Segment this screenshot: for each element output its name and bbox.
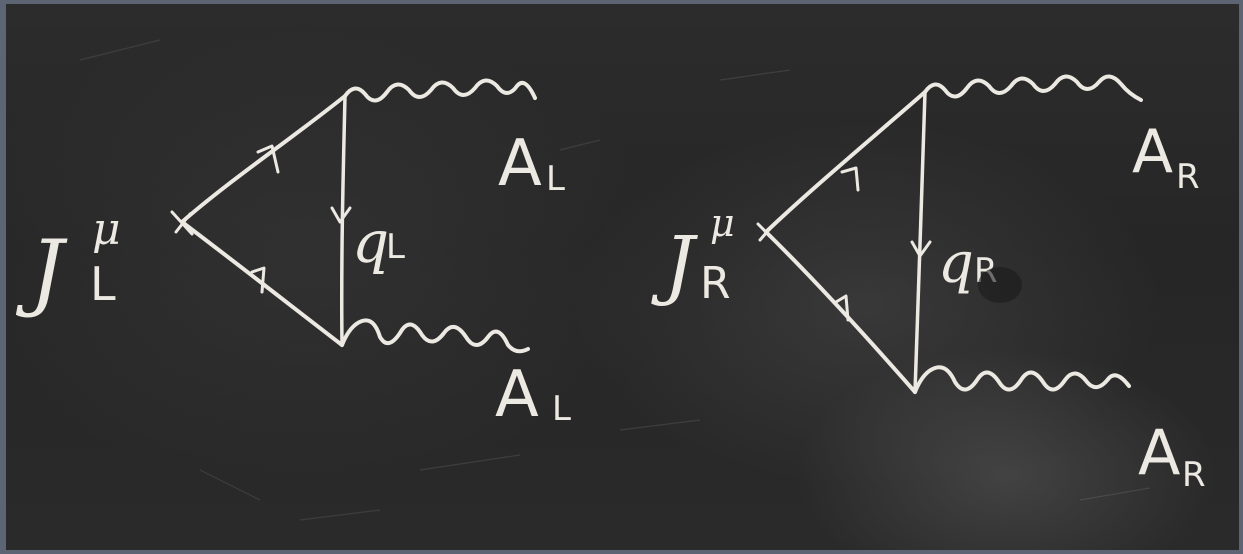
right-arrow-upper [840,166,860,192]
left-vertex-cross [170,210,194,236]
right-boson-bottom-symbol: A [1138,416,1180,489]
chalk-smudges [79,39,1151,521]
diagram-right: J μ R q R A R A R [651,74,1206,495]
right-boson-bottom-subscript: R [1182,455,1206,495]
chalk-water-stain [978,267,1022,303]
left-boson-top-symbol: A [498,127,542,201]
left-current-subscript: L [90,257,116,311]
left-photon-bottom [340,318,530,354]
right-boson-top-subscript: R [1176,157,1200,197]
left-current-superscript: μ [92,204,121,255]
right-current-symbol: J [651,219,698,308]
left-current-symbol: J [15,222,68,320]
right-triangle-edge-vertical [913,90,927,394]
left-triangle-edge-upper [180,94,347,224]
left-boson-top-subscript: L [546,159,565,199]
right-triangle-edge-lower [764,230,917,394]
left-loop-symbol: q [352,208,389,276]
right-loop-symbol: q [938,231,974,296]
left-boson-bottom-subscript: L [552,389,571,429]
feynman-diagrams: J μ L q L A L A L J [15,39,1206,521]
right-photon-top [923,74,1143,102]
right-current-superscript: μ [710,201,735,245]
right-boson-top-symbol: A [1132,117,1173,187]
right-arrow-lower [834,294,850,322]
chalkboard: J μ L q L A L A L J [6,4,1239,550]
diagram-left: J μ L q L A L A L [15,78,571,432]
right-vertex-cross [756,222,778,244]
right-photon-bottom [913,365,1131,394]
left-loop-subscript: L [386,227,405,267]
left-photon-top [343,78,537,103]
left-arrow-upper [256,144,280,174]
right-current-subscript: R [700,258,731,309]
right-triangle-edge-upper [764,90,927,234]
left-arrow-lower [250,266,266,294]
left-boson-bottom-symbol: A [495,358,539,432]
right-arrow-vertical [910,240,932,258]
left-arrow-vertical [330,206,352,224]
